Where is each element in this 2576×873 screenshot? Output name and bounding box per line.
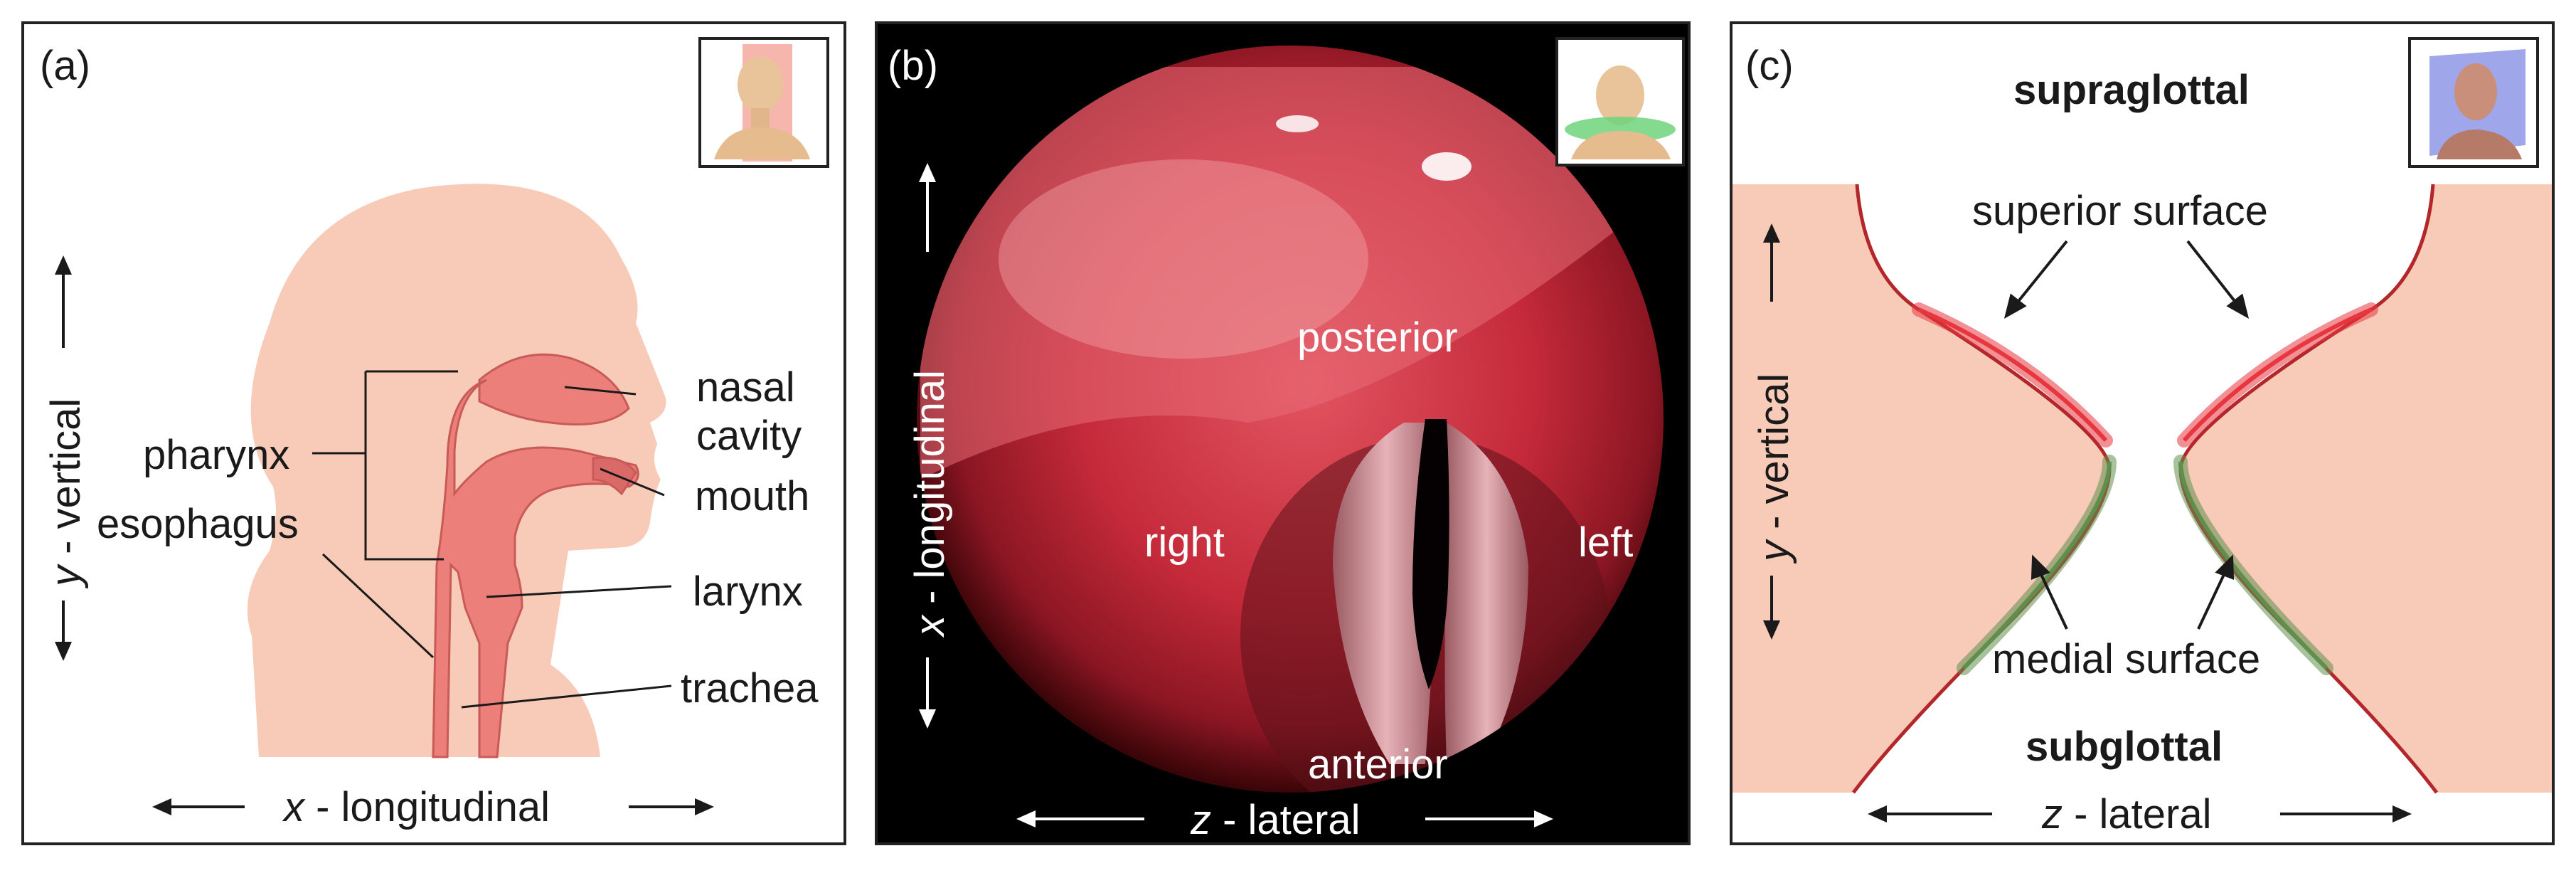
label-right: right [1144, 519, 1225, 566]
label-mouth: mouth [695, 473, 809, 519]
label-pharynx: pharynx [143, 432, 289, 478]
axis-horizontal-a [152, 798, 714, 815]
panel-b-endoscopy: (b) posterior right left anterior x - lo… [875, 21, 1691, 845]
axis-horizontal-b [1016, 810, 1553, 827]
axis-y-variable-b: x [907, 614, 953, 638]
axis-x-label-c: - lateral [2063, 791, 2212, 837]
head-orientation-thumbnail-axial [1555, 37, 1685, 166]
panel-a-letter: (a) [40, 43, 90, 89]
svg-text:x - longitudinal: x - longitudinal [282, 784, 550, 830]
axis-x-label-a: - longitudinal [304, 784, 550, 830]
axis-y-label-c: - vertical [1751, 374, 1797, 541]
endoscopic-view: (b) posterior right left anterior x - lo… [888, 37, 1685, 843]
leader-nasal [564, 386, 637, 396]
axis-x-variable-c: z [2041, 791, 2063, 837]
head-orientation-thumbnail-sagittal [698, 37, 829, 168]
svg-text:y - vertical: y - vertical [43, 398, 89, 589]
leader-trachea [461, 684, 672, 709]
vocal-fold-cross-section: (c) supraglottal superior surface medial… [1733, 37, 2552, 837]
svg-text:x - longitudinal: x - longitudinal [907, 370, 953, 638]
vocal-fold-left [1444, 423, 1528, 764]
panel-a-anatomy: (a) nasal cavity pharynx mouth [21, 21, 846, 845]
label-nasal: nasal [696, 364, 795, 411]
svg-text:z - lateral: z - lateral [1190, 797, 1361, 843]
label-esophagus: esophagus [97, 501, 299, 547]
vocal-fold-tissue-right [1733, 184, 2109, 793]
pharynx-bracket [364, 370, 458, 561]
label-supraglottal: supraglottal [2013, 67, 2250, 113]
label-larynx: larynx [693, 568, 803, 615]
head-orientation-thumbnail-coronal [2408, 37, 2539, 168]
vocal-fold-tissue-left [2181, 184, 2552, 793]
head-silhouette [247, 184, 666, 757]
axis-y-label-a: - vertical [43, 398, 89, 566]
axis-horizontal-c [1868, 805, 2412, 822]
axis-vertical-b [919, 163, 936, 729]
axis-x-variable-a: x [282, 784, 306, 830]
svg-text:z - lateral: z - lateral [2041, 791, 2212, 837]
svg-text:y - vertical: y - vertical [1751, 374, 1797, 564]
axis-x-label-b: - lateral [1211, 797, 1361, 843]
label-subglottal: subglottal [2026, 724, 2223, 770]
label-cavity: cavity [696, 413, 802, 459]
axis-x-variable-b: z [1190, 797, 1211, 843]
vocal-fold-right [1333, 423, 1440, 764]
anatomy-figure: (a) nasal cavity pharynx mouth [40, 37, 829, 830]
axis-y-label-b: - longitudinal [907, 370, 953, 615]
label-anterior: anterior [1308, 741, 1448, 788]
label-left: left [1578, 519, 1633, 566]
label-medial-surface: medial surface [1992, 636, 2260, 682]
leader-mouth [600, 467, 665, 497]
annotation-arrows [2003, 240, 2250, 630]
panel-b-letter: (b) [888, 43, 938, 89]
axis-y-variable-a: y [43, 564, 89, 589]
panel-c-cross-section: (c) supraglottal superior surface medial… [1730, 21, 2555, 845]
leader-larynx [486, 585, 672, 598]
axis-vertical-c [1763, 223, 1780, 640]
axis-y-variable-c: y [1751, 539, 1797, 564]
panel-c-letter: (c) [1745, 43, 1794, 89]
label-posterior: posterior [1297, 314, 1458, 361]
label-superior-surface: superior surface [1972, 188, 2268, 234]
leader-esophagus [321, 553, 435, 659]
axis-vertical-a [55, 255, 72, 661]
label-trachea: trachea [681, 665, 819, 711]
glottis [1412, 419, 1449, 689]
